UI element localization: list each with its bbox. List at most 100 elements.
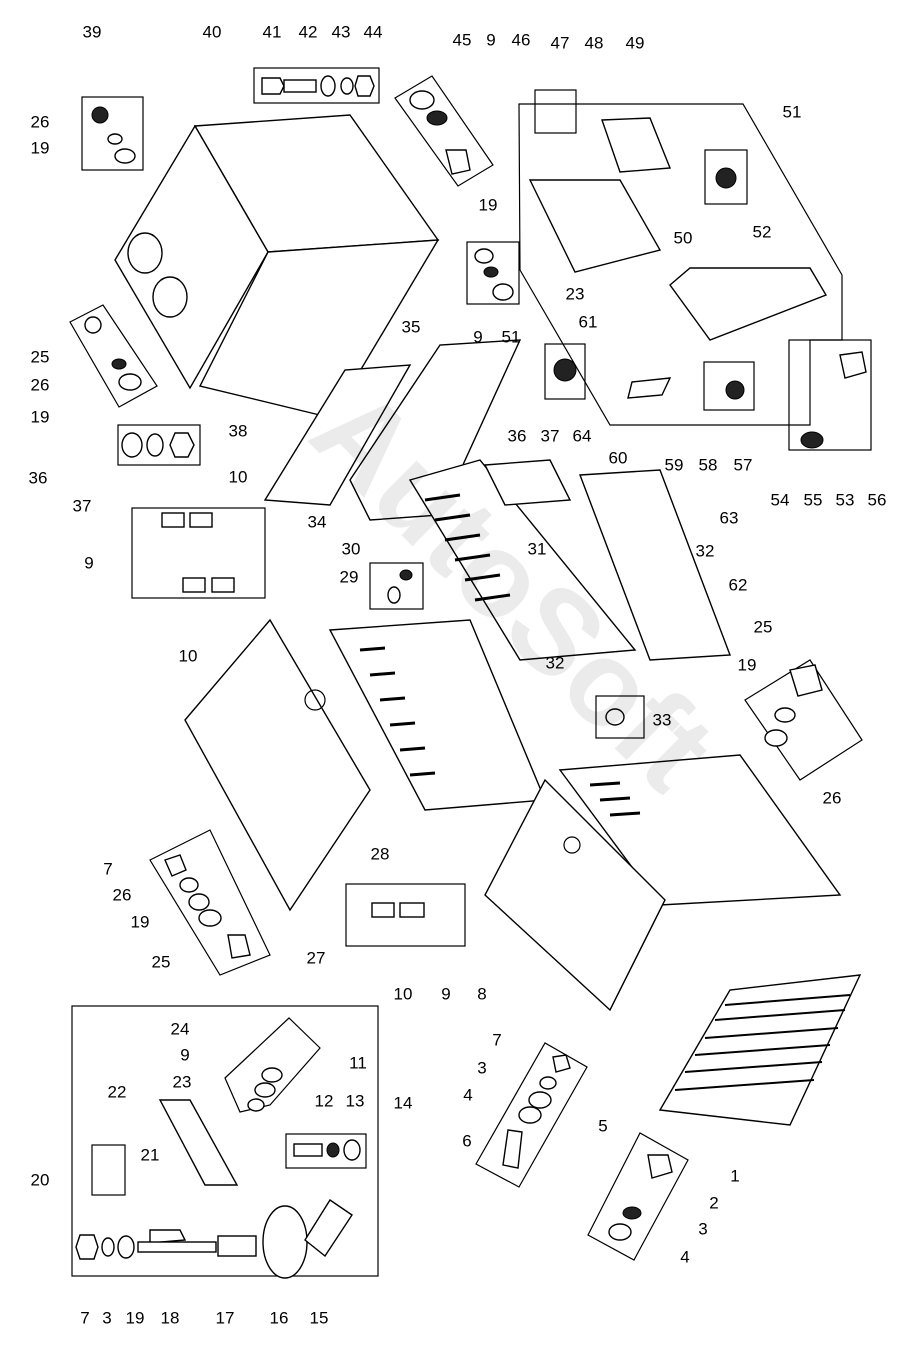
callout-38: 38 — [228, 421, 248, 441]
center-housing — [408, 459, 731, 661]
callout-10: 10 — [228, 467, 248, 487]
callout-41: 41 — [262, 22, 282, 42]
callout-4: 4 — [463, 1085, 473, 1105]
detail-box-19-9-23 — [466, 241, 520, 305]
callout-17: 17 — [215, 1308, 235, 1328]
callout-1: 1 — [730, 1166, 740, 1186]
callout-10: 10 — [178, 646, 198, 666]
callout-9: 9 — [180, 1045, 190, 1065]
callout-60: 60 — [608, 448, 628, 468]
callout-28: 28 — [370, 844, 390, 864]
callout-51: 51 — [782, 102, 802, 122]
callout-18: 18 — [160, 1308, 180, 1328]
callout-55: 55 — [803, 490, 823, 510]
callout-26: 26 — [30, 112, 50, 132]
callout-14: 14 — [393, 1093, 413, 1113]
callout-62: 62 — [728, 575, 748, 595]
callout-9: 9 — [84, 553, 94, 573]
callout-48: 48 — [584, 33, 604, 53]
callout-26: 26 — [30, 375, 50, 395]
callout-35: 35 — [401, 317, 421, 337]
callout-50: 50 — [673, 228, 693, 248]
detail-box-7-3-4-6 — [475, 1042, 588, 1188]
detail-box-39 — [81, 96, 144, 171]
callout-45: 45 — [452, 30, 472, 50]
callout-64: 64 — [572, 426, 592, 446]
callout-9: 9 — [473, 327, 483, 347]
callout-37: 37 — [72, 496, 92, 516]
callout-3: 3 — [477, 1058, 487, 1078]
callout-7: 7 — [492, 1030, 502, 1050]
callout-54: 54 — [770, 490, 790, 510]
callout-40: 40 — [202, 22, 222, 42]
callout-36: 36 — [507, 426, 527, 446]
callout-43: 43 — [331, 22, 351, 42]
callout-49: 49 — [625, 33, 645, 53]
callout-19: 19 — [125, 1308, 145, 1328]
callout-19: 19 — [30, 138, 50, 158]
callout-6: 6 — [462, 1131, 472, 1151]
callout-13: 13 — [345, 1091, 365, 1111]
callout-7: 7 — [103, 859, 113, 879]
callout-23: 23 — [172, 1072, 192, 1092]
callout-39: 39 — [82, 22, 102, 42]
grille-panel-1 — [658, 974, 862, 1126]
detail-box-7-26-19-25 — [149, 829, 271, 976]
callout-30: 30 — [341, 539, 361, 559]
callout-31: 31 — [527, 539, 547, 559]
callout-46: 46 — [511, 30, 531, 50]
callout-47: 47 — [550, 33, 570, 53]
upper-housing-40 — [114, 114, 440, 419]
callout-22: 22 — [107, 1082, 127, 1102]
callout-59: 59 — [664, 455, 684, 475]
detail-box-25-19-26-right — [744, 659, 863, 781]
callout-4: 4 — [680, 1247, 690, 1267]
callout-16: 16 — [269, 1308, 289, 1328]
callout-19: 19 — [130, 912, 150, 932]
callout-10: 10 — [393, 984, 413, 1004]
callout-33: 33 — [652, 710, 672, 730]
callout-3: 3 — [102, 1308, 112, 1328]
callout-56: 56 — [867, 490, 887, 510]
callout-63: 63 — [719, 508, 739, 528]
callout-12: 12 — [314, 1091, 334, 1111]
callout-32: 32 — [695, 541, 715, 561]
callout-19: 19 — [30, 407, 50, 427]
callout-5: 5 — [598, 1116, 608, 1136]
callout-32: 32 — [545, 653, 565, 673]
callout-24: 24 — [170, 1019, 190, 1039]
lower-housing-8 — [484, 754, 842, 1012]
callout-34: 34 — [307, 512, 327, 532]
detail-frame-lower-left — [71, 1005, 379, 1279]
callout-37: 37 — [540, 426, 560, 446]
callout-21: 21 — [140, 1145, 160, 1165]
callout-36: 36 — [28, 468, 48, 488]
detail-box-9-10-left — [131, 507, 266, 599]
callout-9: 9 — [486, 30, 496, 50]
callout-25: 25 — [151, 952, 171, 972]
callout-26: 26 — [822, 788, 842, 808]
detail-box-9-10-lower — [345, 883, 466, 947]
detail-box-33 — [595, 695, 645, 739]
callout-57: 57 — [733, 455, 753, 475]
callout-44: 44 — [363, 22, 383, 42]
callout-19: 19 — [478, 195, 498, 215]
callout-20: 20 — [30, 1170, 50, 1190]
callout-8: 8 — [477, 984, 487, 1004]
detail-box-2-3-4 — [587, 1132, 689, 1261]
callout-7: 7 — [80, 1308, 90, 1328]
detail-box-29-30 — [369, 562, 424, 610]
callout-19: 19 — [737, 655, 757, 675]
callout-9: 9 — [441, 984, 451, 1004]
callout-2: 2 — [709, 1193, 719, 1213]
callout-25: 25 — [753, 617, 773, 637]
panel-34 — [263, 364, 412, 506]
callout-61: 61 — [578, 312, 598, 332]
callout-25: 25 — [30, 347, 50, 367]
detail-box-45-46 — [394, 75, 494, 187]
callout-42: 42 — [298, 22, 318, 42]
callout-15: 15 — [309, 1308, 329, 1328]
callout-29: 29 — [339, 567, 359, 587]
